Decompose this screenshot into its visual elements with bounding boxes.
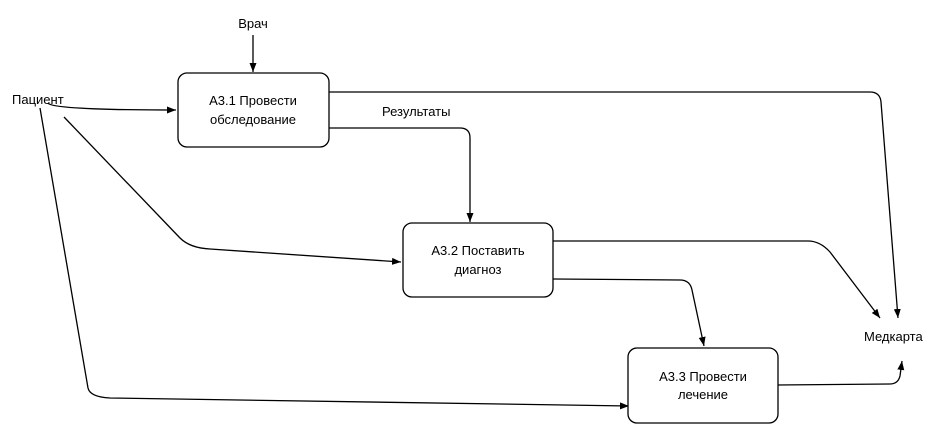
- patient-to-a31-arrow: [47, 102, 177, 114]
- activity-a33-line1: А3.3 Провести: [659, 369, 747, 384]
- doctor-label: Врач: [238, 16, 268, 31]
- activity-a32-line1: А3.2 Поставить: [431, 243, 525, 258]
- a31-to-record-arrow: [329, 91, 901, 319]
- results-label: Результаты: [382, 104, 450, 119]
- a33-to-record-arrow: [776, 360, 905, 386]
- a32-to-record-arrow: [553, 240, 881, 319]
- a32-to-a33-arrow: [552, 278, 706, 347]
- activity-a32[interactable]: А3.2 Поставить диагноз: [402, 222, 554, 298]
- patient-to-a33-arrow: [39, 107, 630, 410]
- results-a31-to-a32-arrow: [329, 127, 474, 222]
- activity-a31[interactable]: А3.1 Провести обследование: [177, 72, 330, 148]
- activity-a31-line1: А3.1 Провести: [209, 93, 297, 108]
- patient-to-a32-arrow: [63, 116, 402, 265]
- edges: [39, 35, 905, 410]
- activity-a31-line2: обследование: [210, 112, 296, 127]
- activity-a33[interactable]: А3.3 Провести лечение: [627, 347, 779, 424]
- activity-a32-line2: диагноз: [454, 262, 501, 277]
- record-label: Медкарта: [864, 329, 923, 344]
- activity-a33-line2: лечение: [678, 387, 728, 402]
- patient-label: Пациент: [12, 92, 64, 107]
